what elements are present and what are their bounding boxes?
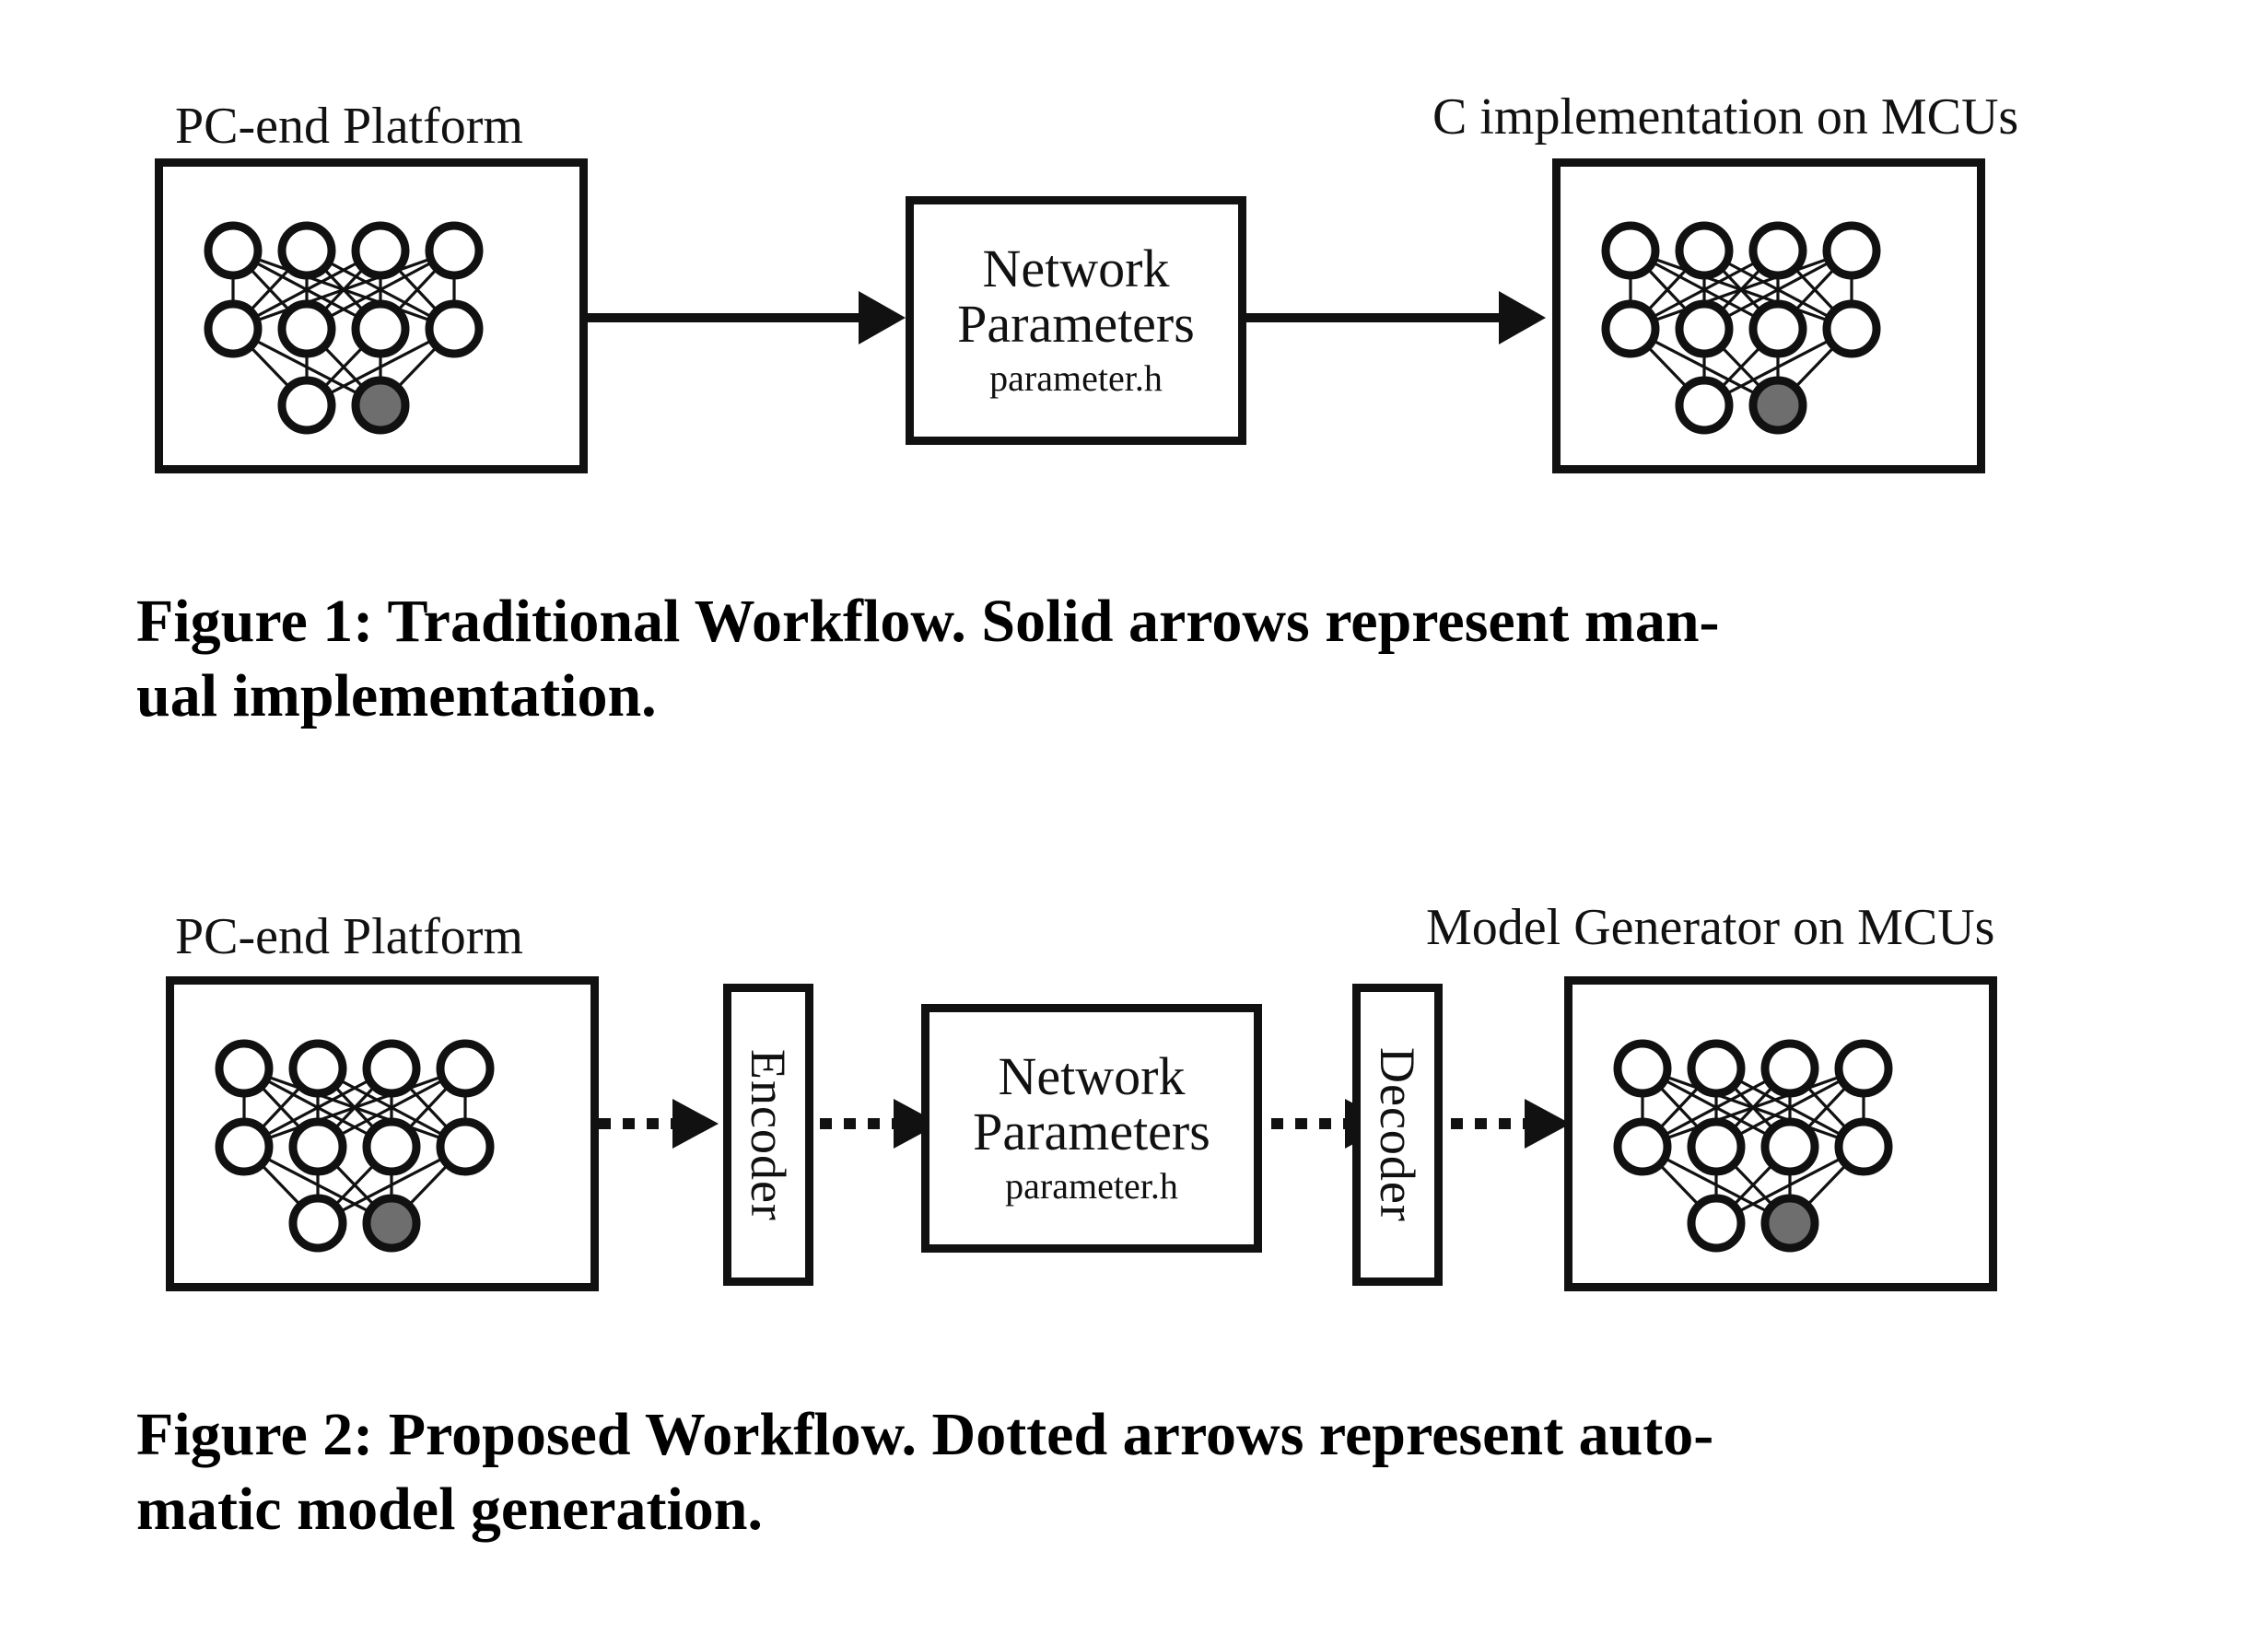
nodes-layer3-output — [1687, 1194, 1819, 1253]
figure1-caption-line1: Figure 1: Traditional Workflow. Solid ar… — [136, 588, 1720, 655]
nodes-layer1 — [204, 221, 484, 280]
output-node-plain — [1675, 376, 1734, 435]
figure1-left-box-label: PC-end Platform — [175, 98, 523, 155]
edges-layer2-to-layer3 — [1641, 1145, 1865, 1225]
edges-layer2-to-layer3 — [231, 327, 456, 407]
output-node-plain — [288, 1194, 347, 1253]
nodes-layer2 — [1613, 1117, 1893, 1176]
edges-layer2-to-layer3 — [242, 1145, 467, 1225]
output-node-highlighted — [362, 1194, 421, 1253]
nodes-layer2 — [204, 299, 484, 358]
decoder-label: Decoder — [1370, 1047, 1425, 1222]
figure2-left-network-graph — [215, 1039, 495, 1253]
figure2-pc-platform-box — [166, 976, 599, 1291]
encoder-label: Encoder — [741, 1048, 796, 1221]
figure1-arrow-left — [588, 291, 906, 344]
figure1-right-network-graph — [1601, 221, 1881, 435]
figure2-network-parameters-box: Network Parameters parameter.h — [921, 1004, 1262, 1253]
figure1-right-box-label: C implementation on MCUs — [1432, 88, 2019, 146]
figure2-model-generator-box — [1564, 976, 1997, 1291]
figure1-network-parameters-box: Network Parameters parameter.h — [906, 196, 1246, 445]
figure2-decoder-box: Decoder — [1352, 984, 1443, 1286]
output-node-highlighted — [1760, 1194, 1819, 1253]
figure2-left-box-label: PC-end Platform — [175, 908, 523, 965]
output-node-highlighted — [1748, 376, 1807, 435]
figure2-encoder-box: Encoder — [723, 984, 813, 1286]
nodes-layer3-output — [1675, 376, 1807, 435]
figure1-caption: Figure 1: Traditional Workflow. Solid ar… — [136, 585, 2145, 733]
output-node-plain — [277, 376, 336, 435]
nodes-layer1 — [1601, 221, 1881, 280]
figure2-caption-line2: matic model generation. — [136, 1475, 764, 1543]
figure1-param-title-line1: Network — [982, 239, 1170, 299]
figure2-arrow-to-parameters — [820, 1099, 940, 1149]
nodes-layer3-output — [288, 1194, 421, 1253]
figure1-param-title-line2: Parameters — [957, 293, 1195, 354]
figure2-caption: Figure 2: Proposed Workflow. Dotted arro… — [136, 1398, 2145, 1546]
nodes-layer2 — [1601, 299, 1881, 358]
figure2-arrow-to-mcu — [1451, 1099, 1571, 1149]
figure1-arrow-right — [1246, 291, 1546, 344]
figure1-pc-platform-box — [155, 158, 588, 473]
figure2-param-title-line1: Network — [998, 1046, 1186, 1107]
figure2-param-title-line2: Parameters — [973, 1101, 1210, 1161]
nodes-layer3-output — [277, 376, 410, 435]
edges-layer2-to-layer3 — [1629, 327, 1853, 407]
nodes-layer1 — [215, 1039, 495, 1098]
edges-layer1-to-layer2 — [231, 249, 456, 331]
figure2-caption-line1: Figure 2: Proposed Workflow. Dotted arro… — [136, 1401, 1714, 1468]
edges-layer1-to-layer2 — [1641, 1067, 1865, 1149]
nodes-layer1 — [1613, 1039, 1893, 1098]
output-node-highlighted — [351, 376, 410, 435]
figure1-left-network-graph — [204, 221, 484, 435]
edges-layer1-to-layer2 — [1629, 249, 1853, 331]
figure2-arrow-to-encoder — [599, 1099, 719, 1149]
figure2-param-subtitle: parameter.h — [1005, 1164, 1178, 1207]
figure1-caption-line2: ual implementation. — [136, 661, 657, 729]
figure2-right-network-graph — [1613, 1039, 1893, 1253]
nodes-layer2 — [215, 1117, 495, 1176]
output-node-plain — [1687, 1194, 1746, 1253]
figure1-mcu-box — [1552, 158, 1985, 473]
figure2-right-box-label: Model Generator on MCUs — [1426, 899, 1995, 956]
edges-layer1-to-layer2 — [242, 1067, 467, 1149]
figure1-param-subtitle: parameter.h — [989, 356, 1163, 399]
